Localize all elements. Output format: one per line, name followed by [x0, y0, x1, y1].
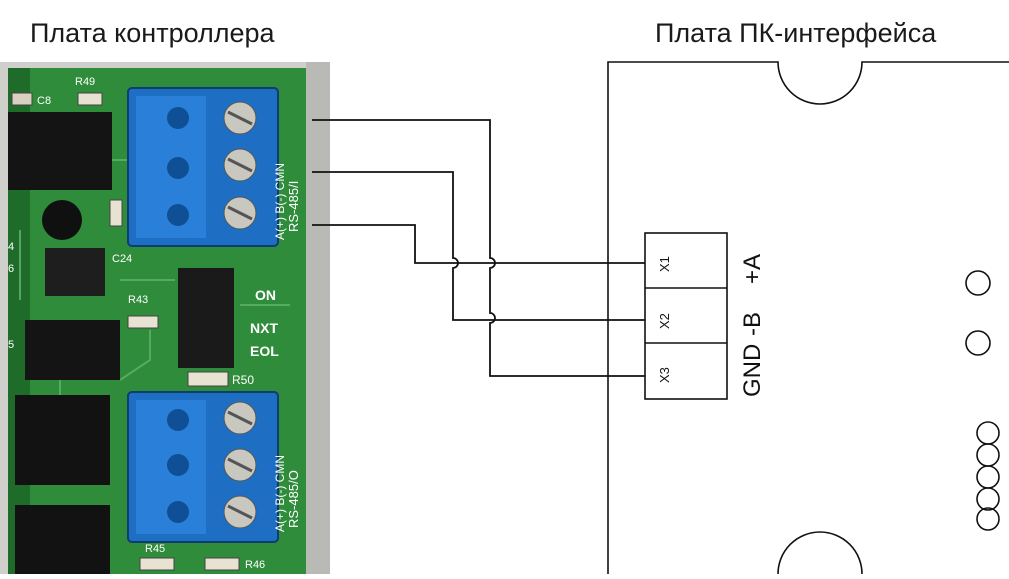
mounting-hole-2 [965, 330, 991, 356]
resistor-r46 [204, 557, 240, 571]
connector-pin-3 [976, 465, 1000, 489]
wire-a-plus [312, 119, 645, 377]
jumper-label-on: ON [255, 287, 276, 303]
terminal-screws [167, 401, 257, 529]
jumper-label-eol: EOL [250, 343, 279, 359]
jumper-block [178, 268, 234, 368]
component-label-c8: C8 [37, 95, 51, 107]
component-label-5: 5 [8, 339, 14, 351]
jumper-label-nxt: NXT [250, 320, 278, 336]
wire-b-minus [312, 171, 645, 321]
terminal-label-protocol: RS-485/O [286, 470, 301, 528]
resistor-r50 [187, 371, 229, 387]
pin-label-x1: X1 [657, 256, 672, 272]
pin-label-x2: X2 [657, 313, 672, 329]
resistor-r45 [139, 557, 175, 571]
component-chip-small [11, 92, 33, 106]
mounting-hole-1 [965, 270, 991, 296]
resistor-side [109, 199, 123, 227]
board-outline [607, 61, 1009, 574]
terminal-label-pins: A(+) B(-) CMN [273, 163, 287, 240]
ic-dip-1 [15, 395, 110, 485]
connector-pin-2 [976, 443, 1000, 467]
enclosure-edge-right [306, 62, 330, 574]
connector-pin-4 [976, 487, 1000, 511]
ic-smd [45, 248, 105, 296]
signal-label-gnd: GND [739, 344, 766, 397]
controller-board-photo: C8 R49 4 6 5 C24 R43 ON NXT EOL R50 R45 … [0, 62, 330, 574]
transistor [42, 200, 82, 240]
terminal-label-protocol: RS-485/I [286, 181, 301, 232]
ic-dip-2 [15, 505, 110, 574]
ic-large [8, 112, 112, 190]
connector-pin-5 [976, 507, 1000, 531]
component-label-r45: R45 [145, 543, 165, 555]
connector-pin-1 [976, 421, 1000, 445]
terminal-label-pins: A(+) B(-) CMN [273, 455, 287, 532]
component-label-6: 6 [8, 263, 14, 275]
component-label-r49: R49 [75, 76, 95, 88]
wires [312, 119, 645, 377]
ic-soic [25, 320, 120, 380]
wire-cmn [312, 224, 645, 264]
terminal-block-rs485-in: A(+) B(-) CMN RS-485/I [127, 87, 301, 247]
terminal-block-rs485-out: A(+) B(-) CMN RS-485/O [127, 391, 301, 543]
component-label-r43: R43 [128, 294, 148, 306]
signal-label-minus-b: -B [739, 312, 766, 336]
interface-terminal: X1 X2 X3 +A -B GND [644, 232, 766, 400]
pin-label-x3: X3 [657, 367, 672, 383]
board-bottom-cutout [777, 531, 863, 575]
signal-label-plus-a: +A [739, 254, 766, 284]
terminal-screws [167, 101, 257, 230]
component-label-r50: R50 [232, 373, 254, 387]
pc-interface-board [607, 61, 1009, 575]
component-label-r46: R46 [245, 559, 265, 571]
component-label-4: 4 [8, 241, 14, 253]
resistor-r49 [77, 92, 103, 106]
resistor-r43 [127, 315, 159, 329]
pc-interface-board-title: Плата ПК-интерфейса [655, 18, 937, 48]
component-label-c24: C24 [112, 253, 132, 265]
controller-board-title: Плата контроллера [30, 18, 276, 48]
